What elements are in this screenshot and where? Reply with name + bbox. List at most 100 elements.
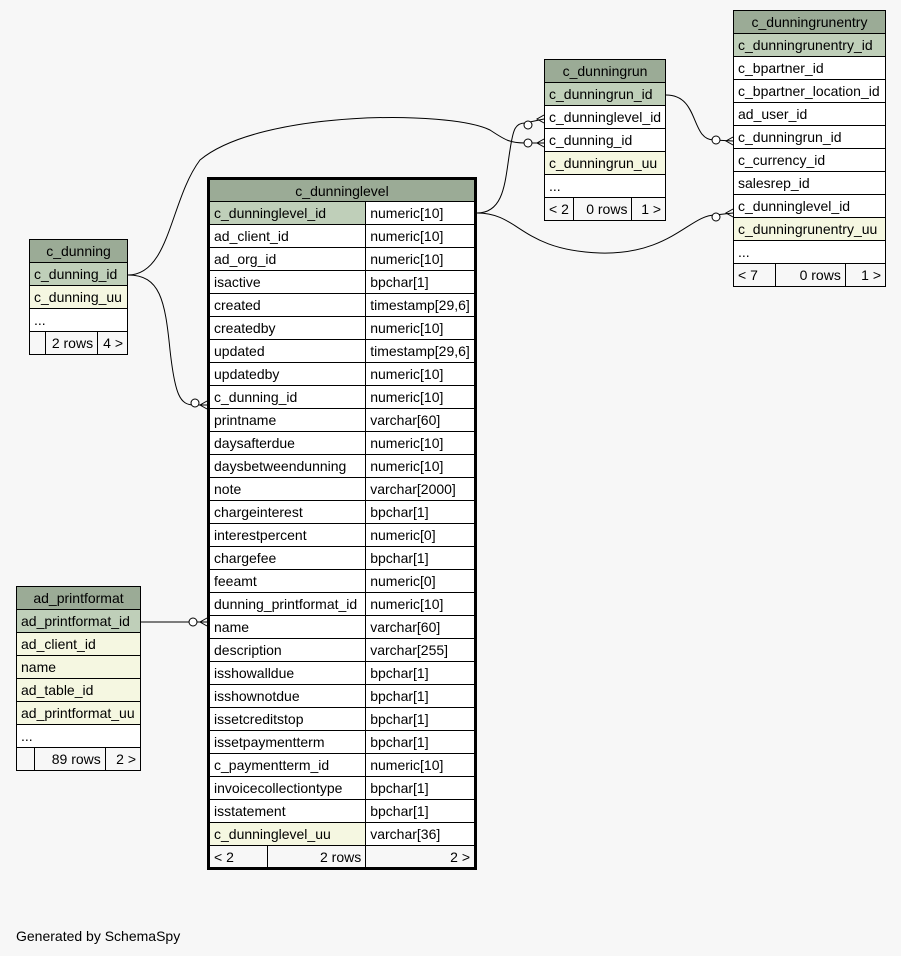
column-name: updated xyxy=(207,339,367,363)
table-footer-rows: 0 rows xyxy=(572,197,633,221)
column-type: numeric[10] xyxy=(365,247,476,271)
table-footer-rows: 0 rows xyxy=(775,263,846,287)
column-name: printname xyxy=(207,408,367,432)
table-c-dunningrunentry[interactable]: c_dunningrunentry c_dunningrunentry_id c… xyxy=(733,10,887,287)
column-row: salesrep_id xyxy=(733,171,886,195)
column-name: c_dunning_id xyxy=(207,385,367,409)
table-c-dunning[interactable]: c_dunning c_dunning_id c_dunning_uu ... … xyxy=(29,239,128,355)
column-name: daysafterdue xyxy=(207,431,367,455)
column-type: numeric[10] xyxy=(365,753,476,777)
table-title[interactable]: c_dunningrunentry xyxy=(733,10,886,34)
column-row: c_currency_id xyxy=(733,148,886,172)
column-row: c_bpartner_id xyxy=(733,56,886,80)
column-row: ad_printformat_id xyxy=(16,609,141,633)
table-c-dunningrun[interactable]: c_dunningrun c_dunningrun_id c_dunningle… xyxy=(543,59,667,221)
column-name: chargeinterest xyxy=(207,500,367,524)
column-name: created xyxy=(207,293,367,317)
table-footer-parents xyxy=(16,747,35,771)
table-footer-parents: < 7 xyxy=(733,263,776,287)
column-name: ad_client_id xyxy=(207,224,367,248)
column-type: varchar[2000] xyxy=(365,477,476,501)
column-name: isshowalldue xyxy=(207,661,367,685)
column-name: chargefee xyxy=(207,546,367,570)
table-footer-parents: < 2 xyxy=(208,845,268,869)
column-name: interestpercent xyxy=(207,523,367,547)
column-type: bpchar[1] xyxy=(365,270,476,294)
column-name: c_dunninglevel_uu xyxy=(207,822,367,846)
table-ad-printformat[interactable]: ad_printformat ad_printformat_id ad_clie… xyxy=(16,586,142,771)
table-title[interactable]: c_dunningrun xyxy=(543,59,667,83)
column-row: ad_user_id xyxy=(733,102,886,126)
column-row: c_dunningrun_id xyxy=(543,82,667,106)
column-name: feeamt xyxy=(207,569,367,593)
column-name: createdby xyxy=(207,316,367,340)
column-type: numeric[10] xyxy=(365,316,476,340)
edge-dunning-to-dunninglevel xyxy=(127,274,207,406)
column-type: numeric[10] xyxy=(365,385,476,409)
table-footer-parents xyxy=(29,331,46,355)
column-row: c_dunningrunentry_uu xyxy=(733,217,886,241)
column-type: varchar[60] xyxy=(365,615,476,639)
column-row: c_dunningrunentry_id xyxy=(733,33,886,57)
column-row: ... xyxy=(29,308,128,332)
table-footer-parents: < 2 xyxy=(544,197,574,221)
table-title[interactable]: c_dunning xyxy=(29,239,128,263)
edge-dunningrun-to-runentry xyxy=(665,94,734,142)
table-footer-rows: 89 rows xyxy=(34,747,106,771)
column-name: note xyxy=(207,477,367,501)
column-type: numeric[10] xyxy=(365,431,476,455)
column-row: c_dunningrun_id xyxy=(733,125,886,149)
column-type: bpchar[1] xyxy=(365,546,476,570)
edge-dunning-to-dunningrun xyxy=(127,117,544,276)
column-row: ... xyxy=(16,724,141,748)
column-type: bpchar[1] xyxy=(365,500,476,524)
column-row: ad_table_id xyxy=(16,678,141,702)
column-type: bpchar[1] xyxy=(365,707,476,731)
column-type: varchar[36] xyxy=(365,822,476,846)
column-name: dunning_printformat_id xyxy=(207,592,367,616)
table-title[interactable]: ad_printformat xyxy=(16,586,141,610)
column-name: invoicecollectiontype xyxy=(207,776,367,800)
column-type: numeric[10] xyxy=(365,454,476,478)
column-name: isstatement xyxy=(207,799,367,823)
table-footer-rows: 2 rows xyxy=(266,845,367,869)
table-title[interactable]: c_dunninglevel xyxy=(208,178,476,202)
column-name: isshownotdue xyxy=(207,684,367,708)
column-row: c_dunninglevel_id xyxy=(733,194,886,218)
generated-by-footer: Generated by SchemaSpy xyxy=(16,928,181,944)
column-type: numeric[10] xyxy=(365,224,476,248)
column-row: ... xyxy=(733,240,886,264)
column-name: description xyxy=(207,638,367,662)
column-row: c_bpartner_location_id xyxy=(733,79,886,103)
table-footer-children: 2 > xyxy=(104,747,142,771)
column-name: name xyxy=(207,615,367,639)
column-row: c_dunninglevel_id xyxy=(543,105,667,129)
column-row: c_dunning_uu xyxy=(29,285,128,309)
column-name: c_paymentterm_id xyxy=(207,753,367,777)
table-footer-children: 4 > xyxy=(97,331,128,355)
table-footer-rows: 2 rows xyxy=(44,331,99,355)
column-name: issetcreditstop xyxy=(207,707,367,731)
column-name: isactive xyxy=(207,270,367,294)
column-name: c_dunninglevel_id xyxy=(207,201,367,225)
